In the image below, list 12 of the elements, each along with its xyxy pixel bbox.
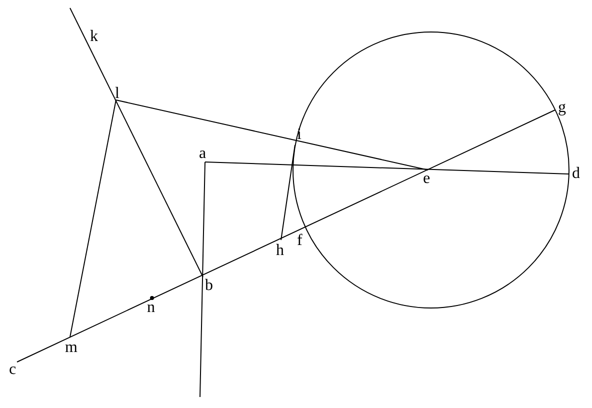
- point-label: f: [297, 233, 302, 249]
- point-label: n: [147, 300, 155, 316]
- point-label: e: [423, 171, 430, 187]
- point-label: h: [276, 243, 284, 259]
- point-label: k: [90, 29, 98, 45]
- point-label: l: [115, 86, 120, 102]
- point-label: a: [199, 146, 206, 162]
- point-label: d: [572, 166, 580, 182]
- point-label: g: [558, 100, 566, 116]
- point-label: m: [65, 340, 78, 356]
- point-label: b: [205, 278, 213, 294]
- point-label: c: [9, 362, 16, 378]
